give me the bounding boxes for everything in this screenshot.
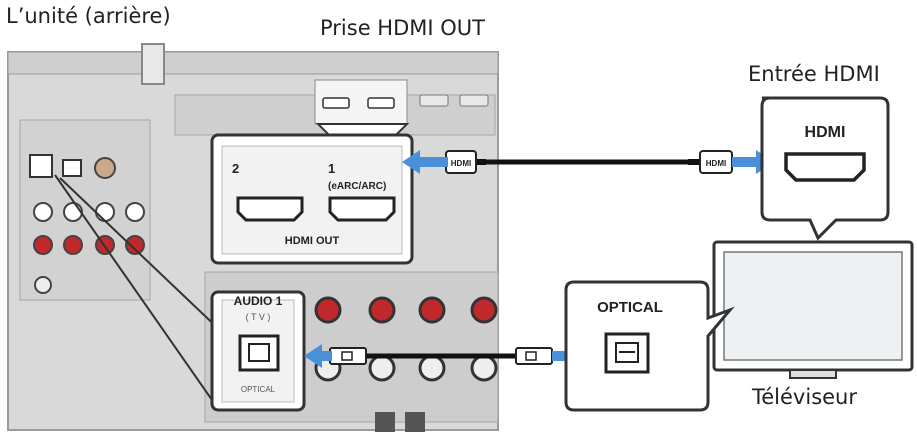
hdmi-plug-left-label: HDMI: [451, 159, 471, 168]
hdmi-port-1-label: 1: [328, 161, 335, 176]
hdmi-port-2: [236, 196, 304, 222]
tv-caption: Téléviseur: [752, 385, 857, 409]
left-jack-column: [29, 154, 145, 294]
tv-hdmi-port: [784, 152, 866, 182]
speaker-terminals: [314, 296, 498, 382]
audio-1-title: AUDIO 1: [234, 294, 283, 308]
tv-hdmi-callout: HDMI: [760, 96, 890, 241]
television: [712, 240, 914, 379]
audio-optical-callout: AUDIO 1 ( T V ) OPTICAL: [210, 290, 306, 412]
callout-pointers: [54, 123, 410, 401]
hdmi-port-1: [328, 196, 396, 222]
tv-optical-callout: OPTICAL: [564, 280, 735, 412]
optical-cable: [329, 347, 553, 365]
hdmi-plug-right-label: HDMI: [706, 159, 726, 168]
hdmi-port-2-label: 2: [232, 161, 239, 176]
hdmi-out-panel-label: HDMI OUT: [285, 235, 340, 247]
tv-optical-label: OPTICAL: [597, 299, 663, 316]
panel-tab: [141, 43, 165, 85]
hdmi-port-1-sub-label: (eARC/ARC): [328, 181, 386, 192]
optical-port-label: OPTICAL: [241, 385, 276, 394]
tv-screen: [723, 251, 903, 361]
arrow-optical-to-receiver: [304, 344, 332, 368]
unit-rear-caption: L’unité (arrière): [6, 4, 171, 28]
arrow-hdmi-to-receiver: [402, 150, 448, 174]
receiver-foot: [375, 412, 395, 432]
hdmi-input-caption: Entrée HDMI: [748, 62, 880, 86]
tv-optical-port: [604, 332, 650, 374]
hdmi-out-jack-caption: Prise HDMI OUT: [320, 16, 485, 40]
hdmi-out-callout: 2 1 (eARC/ARC) HDMI OUT: [210, 133, 414, 265]
tv-stand: [789, 369, 837, 379]
receiver-foot: [405, 412, 425, 432]
audio-1-subtitle: ( T V ): [246, 312, 271, 322]
tv-hdmi-label: HDMI: [805, 124, 846, 141]
